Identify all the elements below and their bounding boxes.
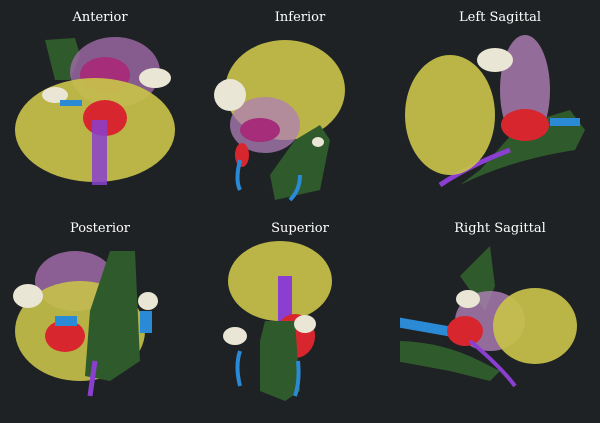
render-anterior (15, 37, 175, 185)
render-right-sagittal (400, 246, 577, 388)
view-label-anterior: Anterior (72, 10, 128, 25)
panel-right-sagittal: Right Sagittal (400, 211, 600, 422)
panel-posterior: Posterior (0, 211, 200, 422)
view-label-right-sagittal: Right Sagittal (454, 221, 546, 236)
panel-inferior: Inferior (200, 0, 400, 211)
view-label-posterior: Posterior (69, 221, 131, 236)
render-left-sagittal (405, 35, 585, 188)
view-label-left-sagittal: Left Sagittal (459, 10, 541, 25)
view-label-superior: Superior (271, 221, 329, 236)
panel-superior: Superior (200, 211, 400, 422)
render-superior (223, 241, 332, 401)
view-label-inferior: Inferior (274, 10, 326, 25)
panel-left-sagittal: Left Sagittal (400, 0, 600, 211)
render-inferior (214, 40, 345, 202)
panel-anterior: Anterior (0, 0, 200, 211)
render-posterior (13, 251, 158, 397)
